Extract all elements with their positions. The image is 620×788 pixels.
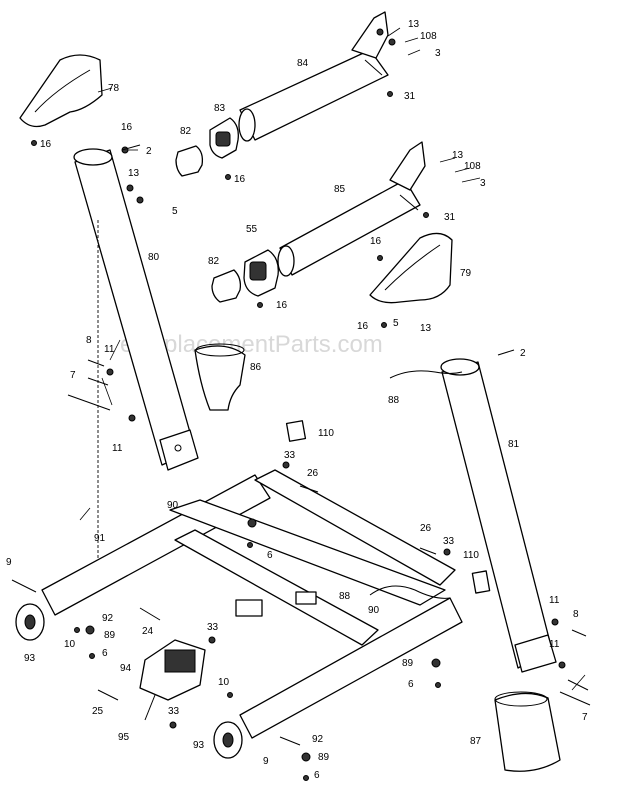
callout-24: 24	[142, 626, 154, 637]
callout-11: 11	[104, 344, 115, 355]
callout-16: 16	[40, 139, 52, 150]
callout-110: 110	[318, 428, 334, 439]
callout-26: 26	[420, 523, 432, 534]
callout-86: 86	[250, 362, 262, 373]
callout-5: 5	[172, 206, 178, 217]
callout-84: 84	[297, 58, 309, 69]
callout-labels: 13 108 3 84 31 78 16 16 2 83 82 16 13 5 …	[6, 19, 588, 781]
callout-8: 8	[86, 335, 92, 346]
callout-85: 85	[334, 184, 346, 195]
callout-7: 7	[582, 712, 588, 723]
callout-89: 89	[318, 752, 330, 763]
upper-crossbar-84	[238, 11, 389, 142]
callout-16: 16	[357, 321, 369, 332]
callout-90: 90	[167, 500, 179, 511]
callout-108: 108	[420, 31, 437, 42]
callout-13: 13	[420, 323, 432, 334]
callout-3: 3	[435, 48, 441, 59]
callout-16: 16	[121, 122, 133, 133]
handle-cover-78	[19, 54, 103, 128]
grip-55	[243, 249, 279, 297]
handle-cover-79	[369, 232, 453, 304]
wire-harness-88a	[389, 370, 463, 379]
callout-13: 13	[128, 168, 140, 179]
pad-110a	[285, 420, 307, 442]
callout-55: 55	[246, 224, 258, 235]
callout-6: 6	[102, 648, 108, 659]
base-frame	[41, 220, 463, 739]
callout-92: 92	[102, 613, 114, 624]
callout-11: 11	[112, 443, 123, 454]
callout-89: 89	[402, 658, 414, 669]
callout-25: 25	[92, 706, 104, 717]
callout-90: 90	[368, 605, 380, 616]
callout-8: 8	[573, 609, 579, 620]
callout-31: 31	[444, 212, 456, 223]
callout-16: 16	[234, 174, 246, 185]
callout-88: 88	[339, 591, 351, 602]
callout-10: 10	[218, 677, 230, 688]
wheel-93a	[15, 603, 45, 641]
callout-82: 82	[180, 126, 192, 137]
callout-91: 91	[94, 533, 106, 544]
callout-13: 13	[408, 19, 420, 30]
cover-87	[494, 691, 561, 772]
wheel-93b	[213, 721, 243, 759]
callout-108: 108	[464, 161, 481, 172]
callout-94: 94	[120, 663, 132, 674]
callout-16: 16	[276, 300, 288, 311]
callout-3: 3	[480, 178, 486, 189]
callout-11: 11	[549, 595, 560, 606]
callout-6: 6	[408, 679, 414, 690]
upper-crossbar-85	[277, 141, 426, 277]
callout-6: 6	[314, 770, 320, 781]
callout-9: 9	[263, 756, 269, 767]
cover-86	[194, 343, 246, 411]
callout-26: 26	[307, 468, 319, 479]
callout-2: 2	[146, 146, 152, 157]
callout-81: 81	[508, 439, 520, 450]
bolts	[11, 144, 591, 746]
callout-80: 80	[148, 252, 160, 263]
upright-81	[440, 358, 557, 673]
pad-110b	[471, 570, 491, 594]
leader-lines	[79, 27, 586, 691]
callout-33: 33	[443, 536, 455, 547]
wire-harness-88b	[369, 585, 451, 599]
callout-95: 95	[118, 732, 130, 743]
callout-83: 83	[214, 103, 226, 114]
motor-94	[139, 639, 206, 721]
callout-79: 79	[460, 268, 472, 279]
callout-93: 93	[193, 740, 205, 751]
callout-88: 88	[388, 395, 400, 406]
callout-31: 31	[404, 91, 416, 102]
callout-7: 7	[70, 370, 76, 381]
callout-33: 33	[284, 450, 296, 461]
callout-82: 82	[208, 256, 220, 267]
end-cap-82b	[211, 269, 242, 303]
fasteners	[31, 28, 566, 781]
callout-16: 16	[370, 236, 382, 247]
callout-6: 6	[267, 550, 273, 561]
callout-10: 10	[64, 639, 76, 650]
callout-2: 2	[520, 348, 526, 359]
callout-87: 87	[470, 736, 482, 747]
callout-11: 11	[549, 639, 560, 650]
end-cap-82a	[175, 145, 204, 177]
callout-5: 5	[393, 318, 399, 329]
callout-9: 9	[6, 557, 12, 568]
callout-92: 92	[312, 734, 324, 745]
callout-110: 110	[463, 550, 479, 561]
callout-89: 89	[104, 630, 116, 641]
callout-33: 33	[168, 706, 180, 717]
grip-83	[209, 117, 239, 159]
callout-13: 13	[452, 150, 464, 161]
callout-93: 93	[24, 653, 36, 664]
upright-80	[73, 148, 199, 471]
callout-78: 78	[108, 83, 120, 94]
callout-33: 33	[207, 622, 219, 633]
